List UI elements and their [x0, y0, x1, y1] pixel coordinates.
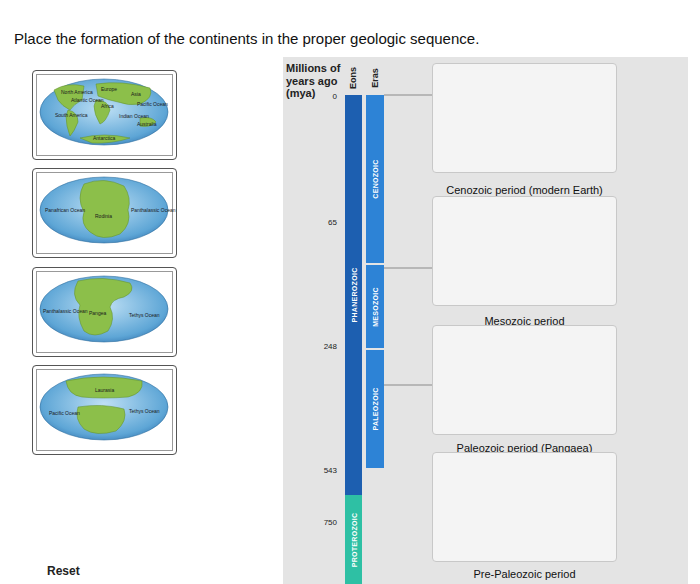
axis-label: Eras	[370, 68, 380, 88]
drop-zone: Mesozoic period	[432, 196, 617, 306]
drop-zone: Paleozoic period (Pangaea)	[432, 325, 617, 435]
map-label: Laurasia	[95, 387, 114, 393]
era-connector	[384, 95, 432, 96]
era-connector	[384, 268, 432, 269]
era-bar: PALEOZOIC	[366, 350, 384, 468]
globe-map	[32, 70, 177, 160]
map-label: North America	[61, 89, 93, 95]
map-label: Africa	[101, 103, 114, 109]
axis-tick: 543	[324, 466, 337, 475]
map-label: South America	[55, 112, 88, 118]
axis-tick: 65	[328, 218, 337, 227]
title: Place the formation of the continents in…	[14, 30, 479, 47]
map-label: Pacific Ocean	[137, 101, 168, 107]
era-bar: CENOZOIC	[366, 95, 384, 263]
axis-label: Eons	[348, 67, 358, 89]
era-bar: MESOZOIC	[366, 265, 384, 348]
map-label: Asia	[131, 91, 141, 97]
drop-zone: Cenozoic period (modern Earth)	[432, 63, 617, 173]
axis-tick: 750	[324, 518, 337, 527]
map-label: Tethys Ocean	[129, 312, 160, 318]
drop-zone: Pre-Paleozoic period	[432, 452, 617, 562]
map-label: Australia	[137, 121, 156, 127]
zone-label: Pre-Paleozoic period	[473, 568, 575, 580]
zone-label: Cenozoic period (modern Earth)	[446, 184, 603, 196]
bar-label: PHANEROZOIC	[350, 267, 357, 322]
map-label: Atlantic Ocean	[71, 97, 104, 103]
bar-label: MESOZOIC	[372, 287, 379, 327]
map-label: Panthalassic Ocean	[43, 308, 87, 314]
eon-bar: PROTEROZOIC	[345, 495, 362, 584]
map-label: Rodinia	[95, 213, 112, 219]
map-card: LaurasiaPacific Ocean Tethys Ocean	[32, 365, 177, 455]
map-label: Europe	[101, 86, 117, 92]
map-card: North America EuropeAsiaAtlantic OceanAfr…	[32, 70, 177, 160]
axis-tick: 0	[333, 92, 337, 101]
era-connector	[384, 385, 432, 386]
reset-button: Reset	[47, 564, 80, 578]
map-label: Panthalassic Ocean	[131, 207, 175, 213]
map-label: Panafrican Ocean	[45, 207, 85, 213]
bar-label: PALEOZOIC	[372, 387, 379, 430]
bar-label: PROTEROZOIC	[350, 512, 357, 567]
bar-label: CENOZOIC	[372, 159, 379, 198]
axis-tick: 248	[324, 342, 337, 351]
map-label: Indian Ocean	[119, 113, 149, 119]
map-label: Tethys Ocean	[129, 408, 160, 414]
map-label: Antarctica	[93, 135, 115, 141]
map-card: Panthalassic OceanPangea Tethys Ocean	[32, 267, 177, 357]
eon-bar: PHANEROZOIC	[345, 95, 362, 495]
map-card: Panafrican OceanRodinia Panthalassic Ocea…	[32, 168, 177, 258]
map-label: Pacific Ocean	[49, 410, 80, 416]
map-label: Pangea	[89, 310, 106, 316]
